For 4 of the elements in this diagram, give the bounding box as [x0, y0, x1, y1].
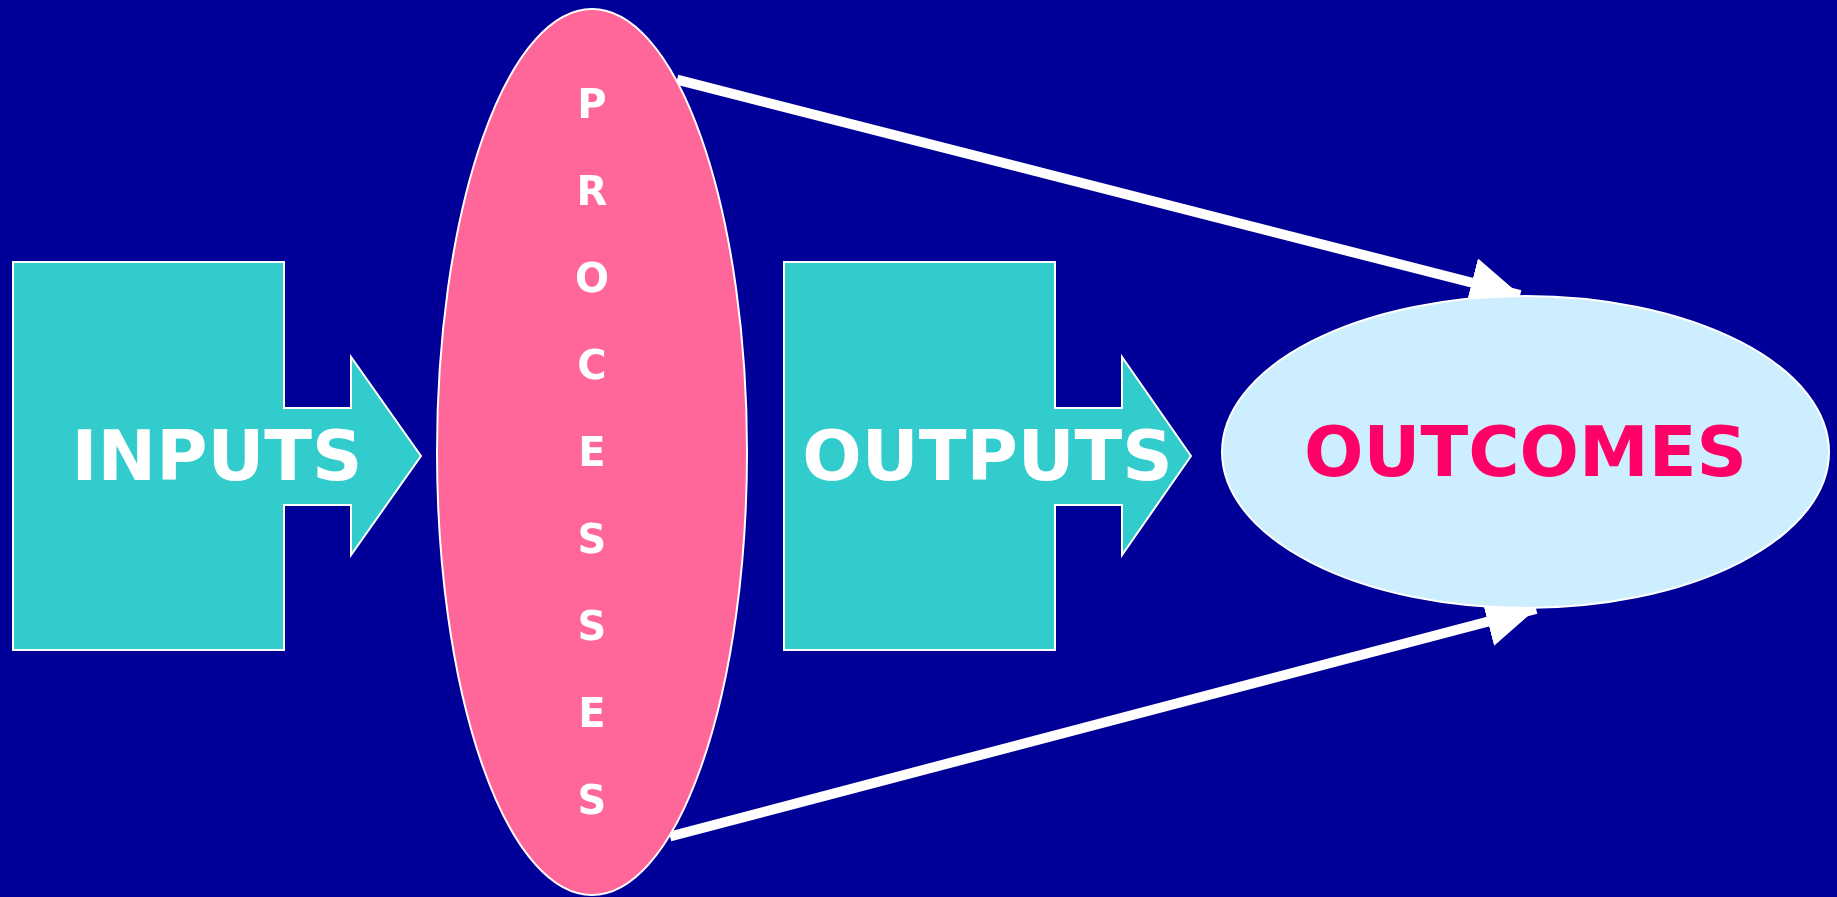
node-label: OUTCOMES: [1304, 411, 1747, 493]
node-label: INPUTS: [71, 415, 363, 497]
node-label: PROCESSES: [574, 79, 610, 825]
node-label: OUTPUTS: [802, 415, 1173, 497]
